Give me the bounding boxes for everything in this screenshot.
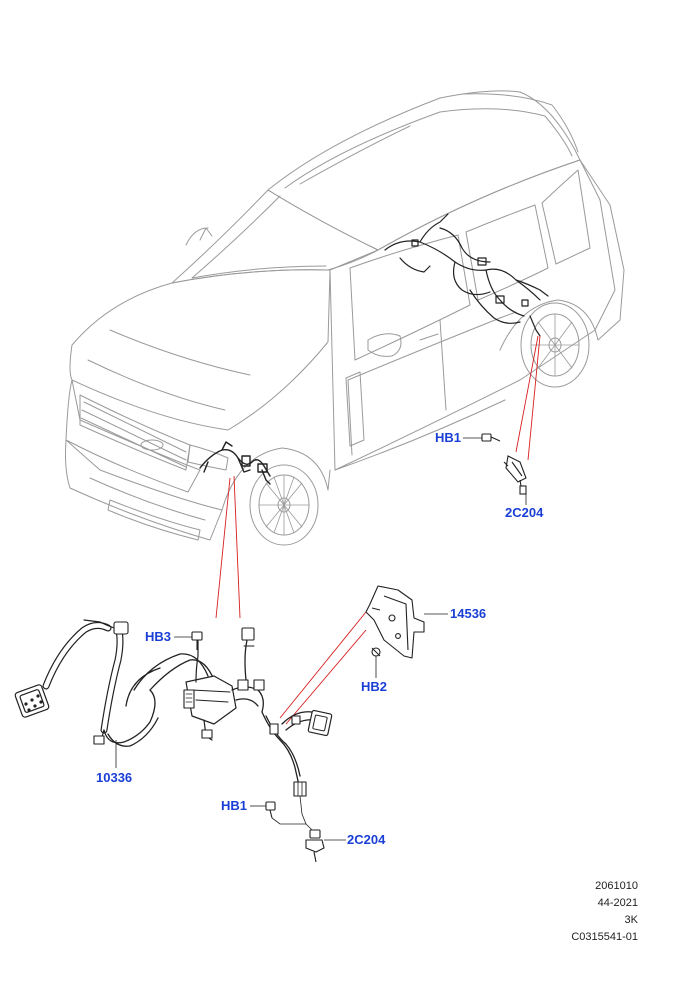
bolt-hb1-rear (481, 433, 501, 442)
vehicle-outline (65, 90, 625, 546)
callout-2c204-top: 2C204 (505, 505, 544, 520)
callout-hb2: HB2 (361, 679, 388, 694)
callout-lines-harness (115, 636, 192, 768)
callout-2c204-bottom: 2C204 (347, 832, 386, 847)
harness-10336 (14, 619, 333, 797)
leader-lines (215, 335, 541, 725)
drawing-reference: C0315541-01 (571, 931, 638, 943)
callout-hb1-bottom: HB1 (221, 798, 248, 813)
callout-hb3: HB3 (145, 629, 172, 644)
callout-hb1-top: HB1 (435, 430, 462, 445)
callout-14536: 14536 (450, 606, 487, 621)
vehicle-harness-front (199, 441, 271, 485)
bolt-hb1-front (265, 801, 276, 819)
nut-hb2 (371, 647, 381, 657)
wheel-speed-sensor-rear (503, 455, 527, 495)
callout-10336: 10336 (96, 770, 133, 785)
vehicle-harness-rear (384, 213, 549, 337)
callout-lines-bracket (375, 613, 448, 678)
wheel-speed-sensor-front (305, 829, 325, 863)
drawing-info-block: 2061010 44-2021 3K C0315541-01 (571, 878, 638, 946)
bracket-14536 (365, 585, 425, 659)
drawing-code: 3K (624, 914, 638, 926)
callout-lines-sensor (250, 795, 346, 841)
bolt-hb3 (191, 631, 203, 650)
drawing-date: 44-2021 (597, 897, 638, 909)
callout-lines-top (463, 437, 527, 505)
drawing-number: 2061010 (595, 880, 638, 892)
